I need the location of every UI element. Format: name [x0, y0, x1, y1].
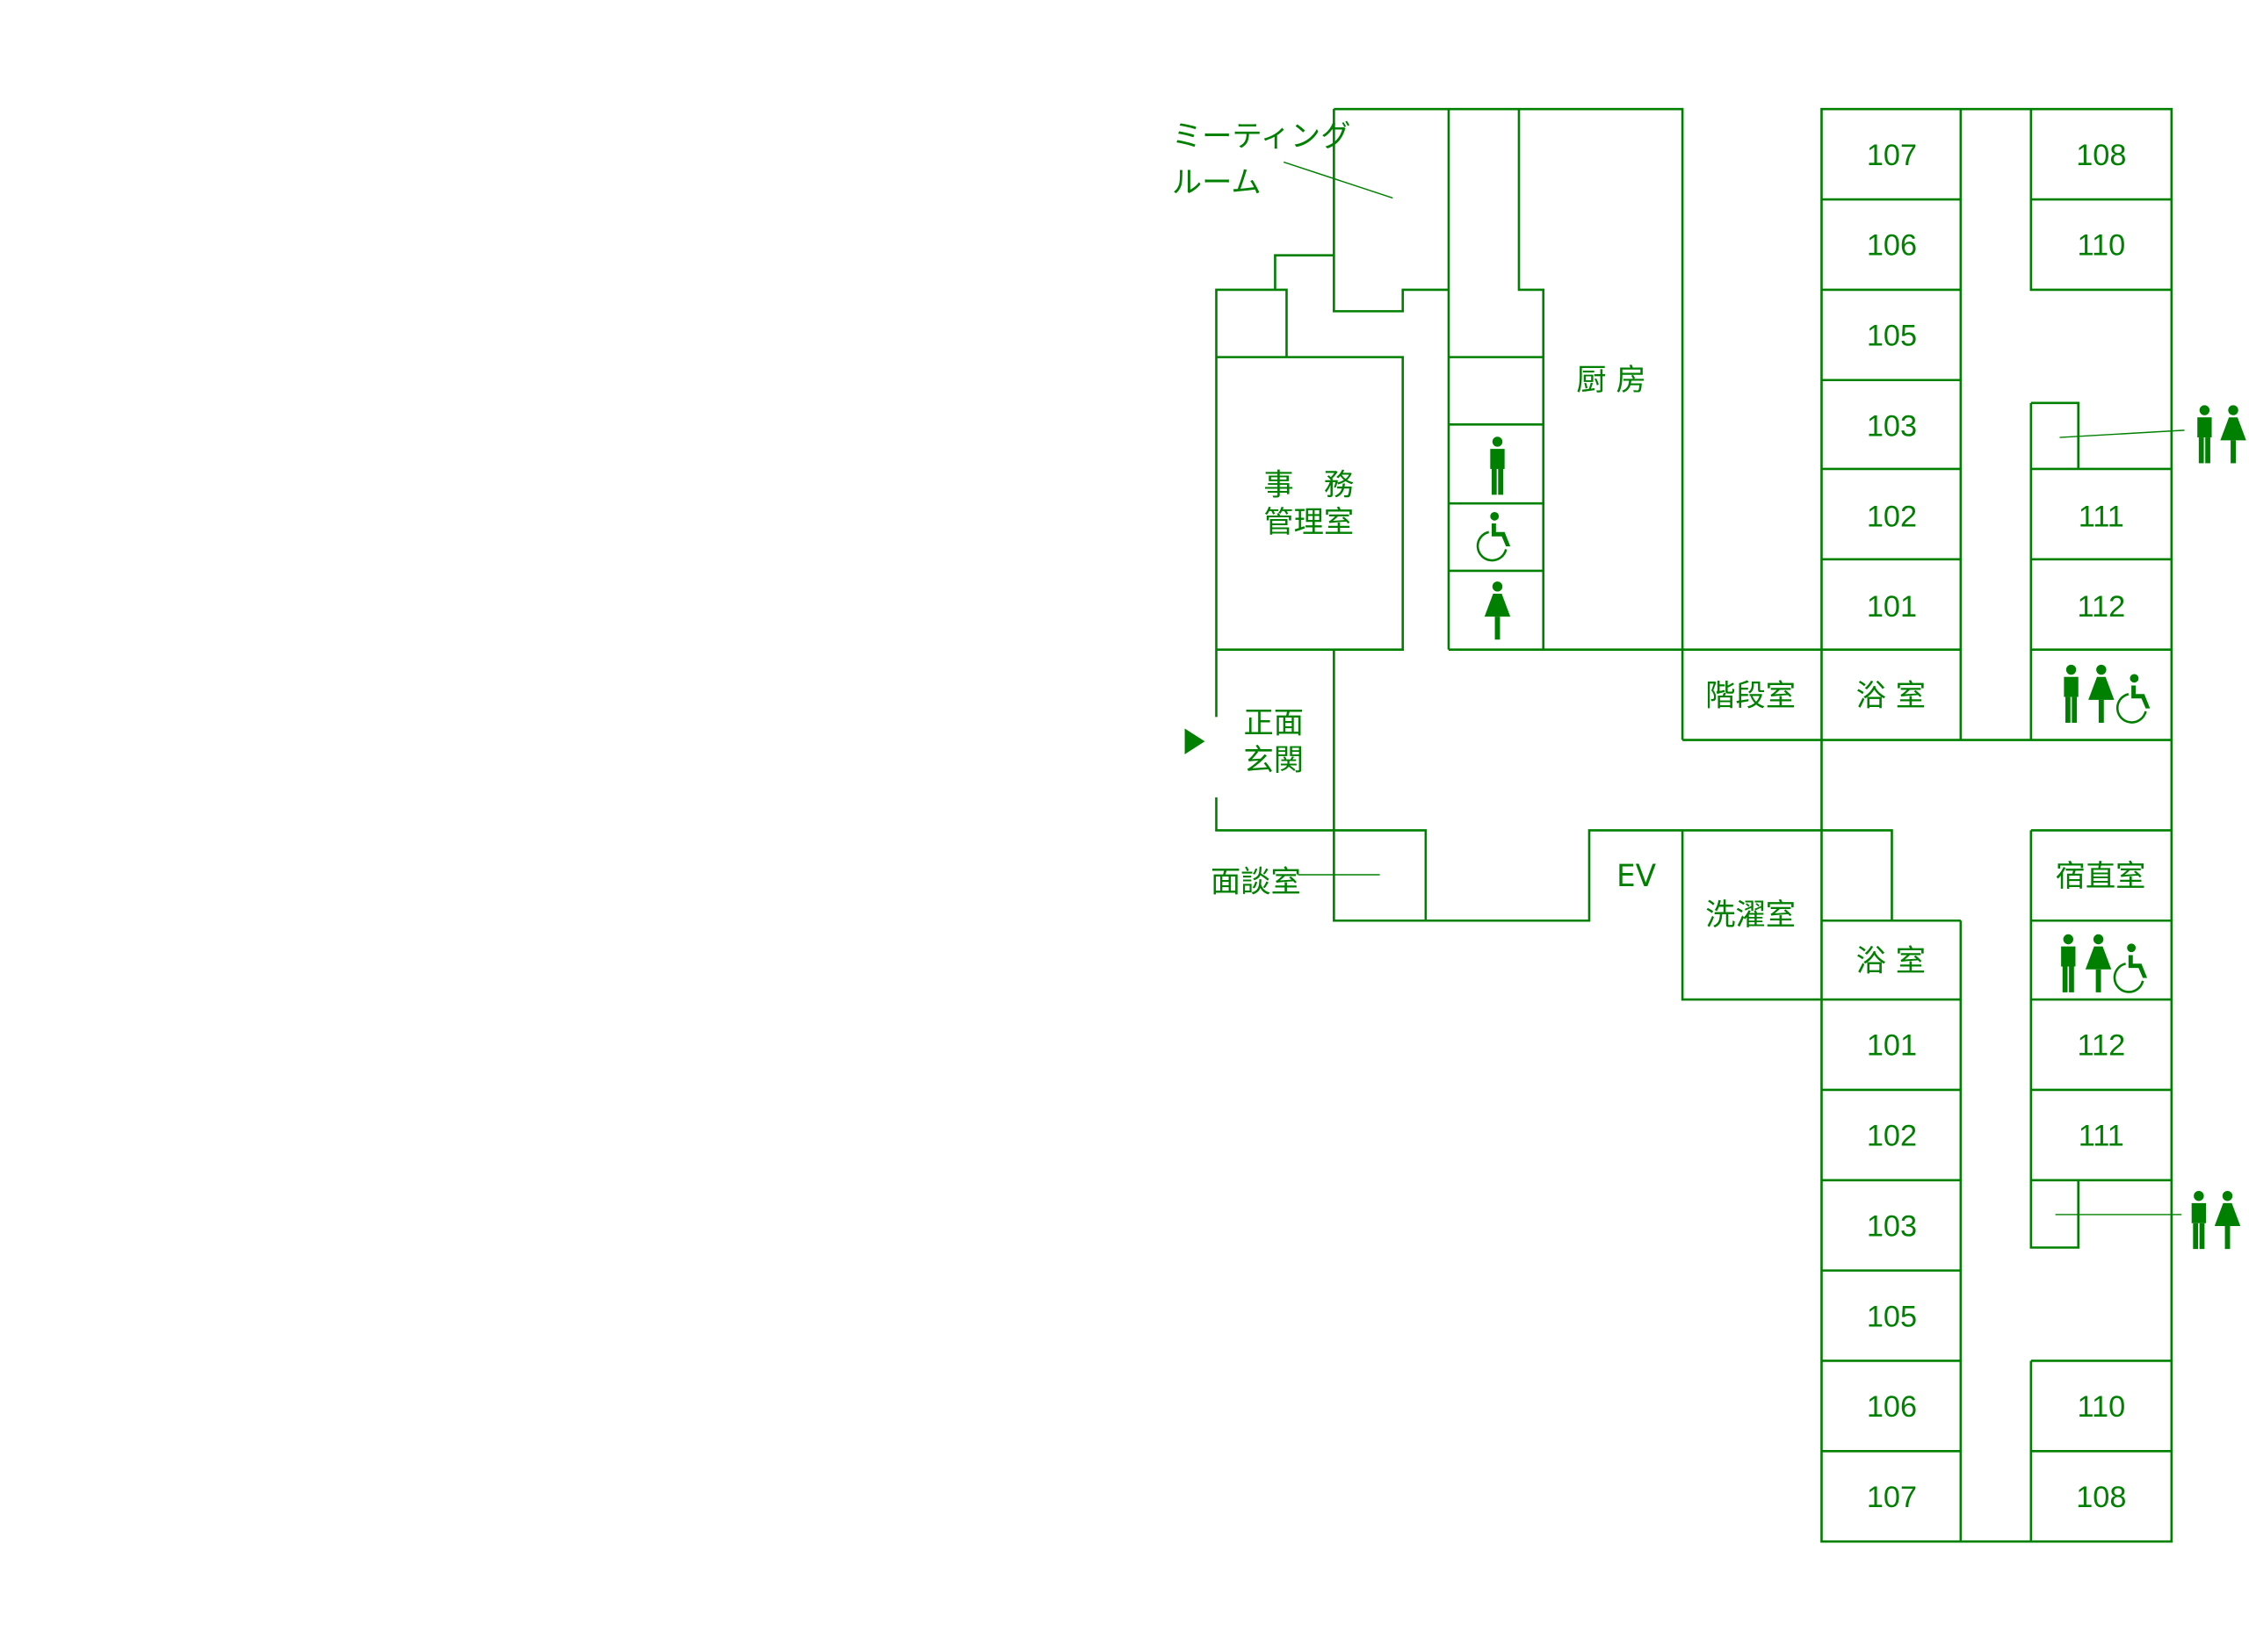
- female-toilet-icon: [2088, 664, 2115, 723]
- wheelchair-icon: [2113, 942, 2149, 993]
- label-entrance-2: 玄関: [1244, 743, 1305, 778]
- male-toilet-icon: [2061, 934, 2076, 992]
- wheelchair-icon: [2115, 673, 2151, 724]
- female-toilet-icon: [2220, 405, 2246, 464]
- room-107: 107: [1867, 139, 1917, 172]
- room-102: 102: [1867, 1120, 1917, 1153]
- label-interview-room: 面談室: [1211, 865, 1301, 900]
- room-101: 101: [1867, 1029, 1917, 1063]
- male-toilet-icon: [2191, 1191, 2207, 1250]
- room-102: 102: [1867, 500, 1917, 533]
- label-meeting-room-1: ミーティング: [1172, 119, 1351, 155]
- room-106: 106: [1867, 1390, 1917, 1424]
- male-toilet-icon: [1490, 436, 1505, 495]
- label-elevator: EV: [1616, 859, 1657, 894]
- room-108: 108: [2076, 139, 2126, 172]
- label-night-duty: 宿直室: [2056, 859, 2146, 894]
- room-112: 112: [2078, 1029, 2126, 1063]
- room-108: 108: [2076, 1481, 2126, 1514]
- male-toilet-icon: [2064, 664, 2079, 723]
- label-bath-upper: 浴 室: [1856, 678, 1926, 713]
- label-laundry: 洗濯室: [1705, 898, 1796, 933]
- walls: [1215, 107, 2185, 1543]
- label-stairs: 階段室: [1705, 678, 1796, 713]
- room-103: 103: [1867, 409, 1917, 443]
- rooms-lower-left: 101 102 103 105 106 107: [1867, 1029, 1917, 1514]
- label-entrance-1: 正面: [1244, 705, 1305, 740]
- rooms-lower-right: 112 111 110 108: [2076, 1029, 2126, 1514]
- label-bath-lower: 浴 室: [1856, 943, 1926, 978]
- room-111: 111: [2079, 500, 2124, 533]
- wheelchair-icon: [1476, 510, 1512, 562]
- room-105: 105: [1867, 320, 1917, 353]
- room-110: 110: [2078, 229, 2126, 263]
- room-110: 110: [2078, 1390, 2126, 1424]
- female-toilet-icon: [1484, 581, 1511, 640]
- label-meeting-room-2: ルーム: [1172, 165, 1262, 200]
- room-107: 107: [1867, 1481, 1917, 1514]
- room-112: 112: [2078, 590, 2126, 624]
- room-103: 103: [1867, 1209, 1917, 1243]
- label-kitchen: 厨 房: [1576, 363, 1645, 398]
- entrance-arrow-icon: [1184, 728, 1205, 754]
- male-toilet-icon: [2197, 405, 2212, 464]
- room-111: 111: [2079, 1120, 2124, 1153]
- female-toilet-icon: [2214, 1191, 2241, 1250]
- room-101: 101: [1867, 590, 1917, 624]
- label-office-1: 事 務: [1263, 467, 1354, 502]
- rooms-upper-left: 107 106 105 103 102 101: [1867, 139, 1917, 624]
- label-office-2: 管理室: [1263, 505, 1354, 540]
- female-toilet-icon: [2085, 934, 2112, 992]
- room-105: 105: [1867, 1300, 1917, 1333]
- toilet-icons: [1476, 405, 2246, 1250]
- rooms-upper-right: 108 110 111 112: [2076, 139, 2126, 624]
- room-106: 106: [1867, 229, 1917, 263]
